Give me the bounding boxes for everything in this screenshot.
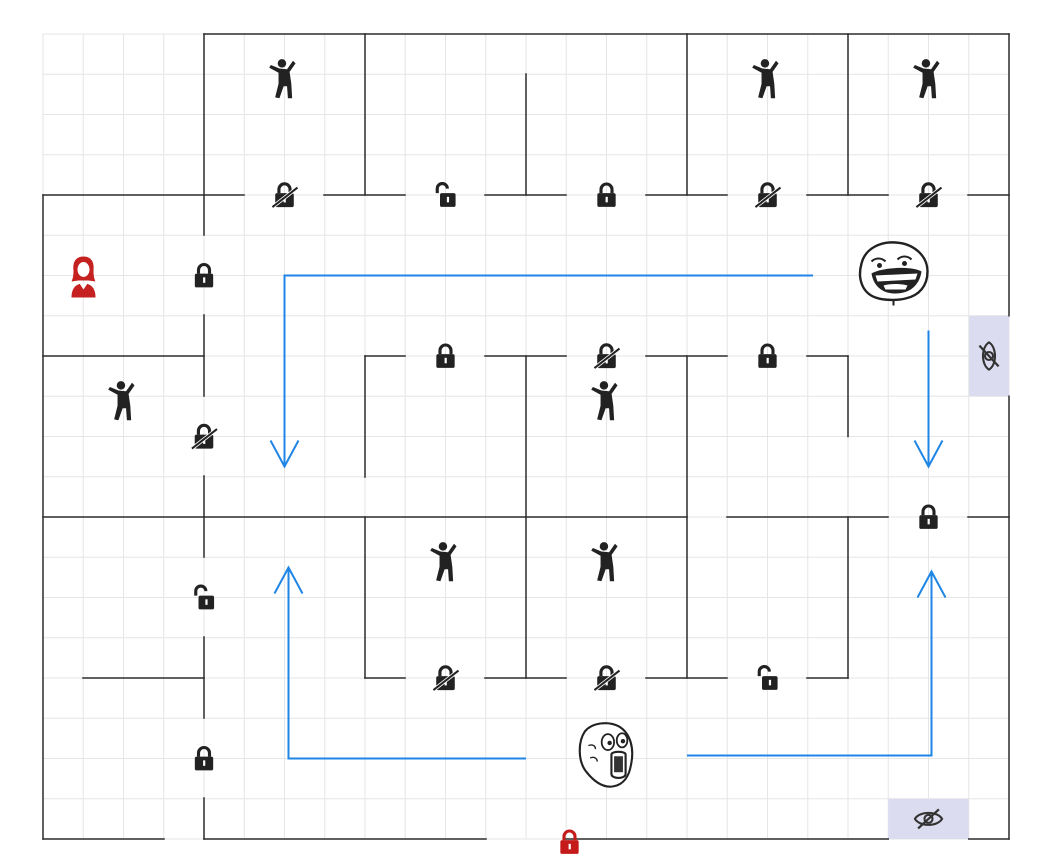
arrow-head — [913, 440, 944, 469]
arrow-path — [283, 274, 813, 467]
dancer-icon — [752, 59, 779, 99]
maze-walls — [42, 33, 1010, 840]
woman-icon — [71, 256, 96, 298]
dancer-icon — [430, 542, 457, 582]
forever-alone-face-icon — [858, 241, 929, 307]
door-unlocked-icon — [194, 584, 215, 611]
dancer-icon — [591, 381, 618, 421]
dancer-icon — [269, 59, 296, 99]
arrow-head — [916, 569, 947, 598]
door-unlocked-icon — [435, 182, 457, 208]
dancer-icon — [591, 542, 618, 582]
lol-face-icon — [578, 722, 634, 788]
door-unlocked-icon — [757, 665, 779, 691]
exit-padlock-icon — [558, 829, 581, 855]
arrow-head — [269, 440, 300, 469]
arrow-path — [687, 571, 933, 757]
hint-tiles — [888, 315, 1009, 839]
arrow-head — [273, 565, 304, 594]
dancer-icon — [913, 59, 940, 99]
dancer-icon — [108, 381, 135, 421]
path-arrows — [269, 274, 947, 760]
arrow-path — [287, 567, 526, 760]
